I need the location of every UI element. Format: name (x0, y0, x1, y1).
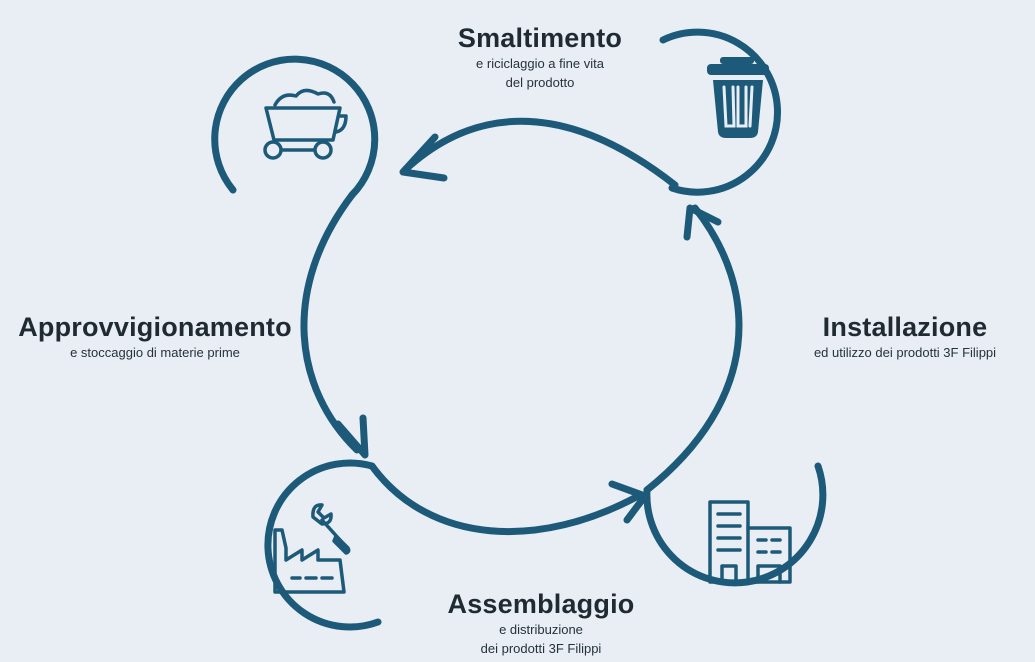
stage-subtitle: ed utilizzo dei prodotti 3F Filippi (775, 343, 1035, 362)
cycle-arc-top (401, 117, 679, 189)
stage-installazione: Installazione ed utilizzo dei prodotti 3… (775, 311, 1035, 362)
factory-wrench-icon (273, 503, 351, 594)
arrow-head-top (399, 133, 448, 182)
arrow-head-bottom (608, 480, 649, 524)
building-icon (708, 500, 792, 584)
circle-top-left (211, 55, 379, 199)
stage-title: Assemblaggio (447, 589, 635, 619)
mining-cart-icon (263, 88, 348, 160)
stage-subtitle-line: ed utilizzo dei prodotti 3F Filippi (813, 345, 997, 360)
stage-approvvigionamento: Approvvigionamento e stoccaggio di mater… (0, 311, 310, 362)
cycle-arc-bottom (368, 462, 644, 536)
cycle-arc-left (300, 191, 361, 454)
arrow-head-right (683, 204, 722, 241)
stage-title: Installazione (822, 312, 988, 342)
stage-subtitle: e riciclaggio a fine vita del prodotto (400, 54, 680, 92)
stage-subtitle-line: e distribuzione (499, 622, 583, 637)
stage-subtitle: e stoccaggio di materie prime (0, 343, 310, 362)
circle-bottom-left (264, 459, 382, 631)
stage-assemblaggio: Assemblaggio e distribuzione dei prodott… (400, 588, 682, 658)
stage-title: Approvvigionamento (18, 312, 292, 342)
stage-subtitle: e distribuzione dei prodotti 3F Filippi (400, 620, 682, 658)
stage-subtitle-line: e riciclaggio a fine vita (476, 56, 604, 71)
cycle-arc-right (643, 204, 743, 494)
circle-top-right (659, 28, 781, 196)
stage-title: Smaltimento (457, 23, 623, 53)
arrow-head-left (334, 414, 369, 459)
stage-subtitle-line: del prodotto (505, 75, 575, 90)
stage-subtitle-line: e stoccaggio di materie prime (70, 345, 240, 360)
stage-smaltimento: Smaltimento e riciclaggio a fine vita de… (400, 22, 680, 92)
stage-subtitle-line: dei prodotti 3F Filippi (480, 641, 602, 656)
